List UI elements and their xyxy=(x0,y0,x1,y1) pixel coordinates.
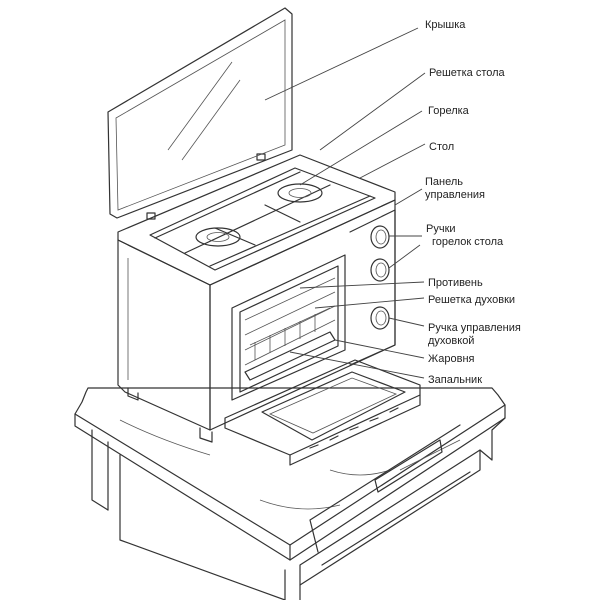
label-oven-knob-line2: духовкой xyxy=(428,335,474,347)
table-knob-2 xyxy=(370,258,390,282)
oven-door xyxy=(224,359,421,466)
leader-oven-knob xyxy=(388,317,425,327)
leader-tray xyxy=(299,281,425,289)
table-knob-1 xyxy=(370,225,390,249)
labels: Крышка Решетка стола Горелка Стол Панель… xyxy=(425,19,521,386)
label-table-grate: Решетка стола xyxy=(429,67,506,79)
cabinet xyxy=(74,387,506,600)
label-igniter: Запальник xyxy=(428,374,482,386)
leader-oven-rack xyxy=(314,297,425,309)
label-table: Стол xyxy=(429,141,454,153)
burner-left xyxy=(195,227,241,247)
label-knobs-line2: горелок стола xyxy=(432,236,504,248)
lid xyxy=(107,7,293,219)
label-knobs-line1: Ручки xyxy=(426,223,456,235)
label-control-panel-line1: Панель xyxy=(425,176,463,188)
label-control-panel-line2: управления xyxy=(425,189,485,201)
leader-table-grate xyxy=(319,72,426,151)
leader-lines xyxy=(264,27,426,379)
label-tray: Противень xyxy=(428,277,483,289)
label-burner: Горелка xyxy=(428,105,470,117)
leader-lid xyxy=(264,27,419,101)
burner-right xyxy=(277,183,323,203)
leader-igniter xyxy=(289,351,425,379)
label-roaster: Жаровня xyxy=(428,353,475,365)
label-lid: Крышка xyxy=(425,19,466,31)
leader-burner xyxy=(299,110,423,186)
leader-table xyxy=(359,143,426,179)
leader-control-panel xyxy=(394,188,423,206)
cooktop xyxy=(117,153,396,286)
label-oven-knob-line1: Ручка управления xyxy=(428,322,521,334)
leader-roaster xyxy=(334,339,425,359)
leader-knobs-2 xyxy=(388,244,421,269)
label-oven-rack: Решетка духовки xyxy=(428,294,515,306)
